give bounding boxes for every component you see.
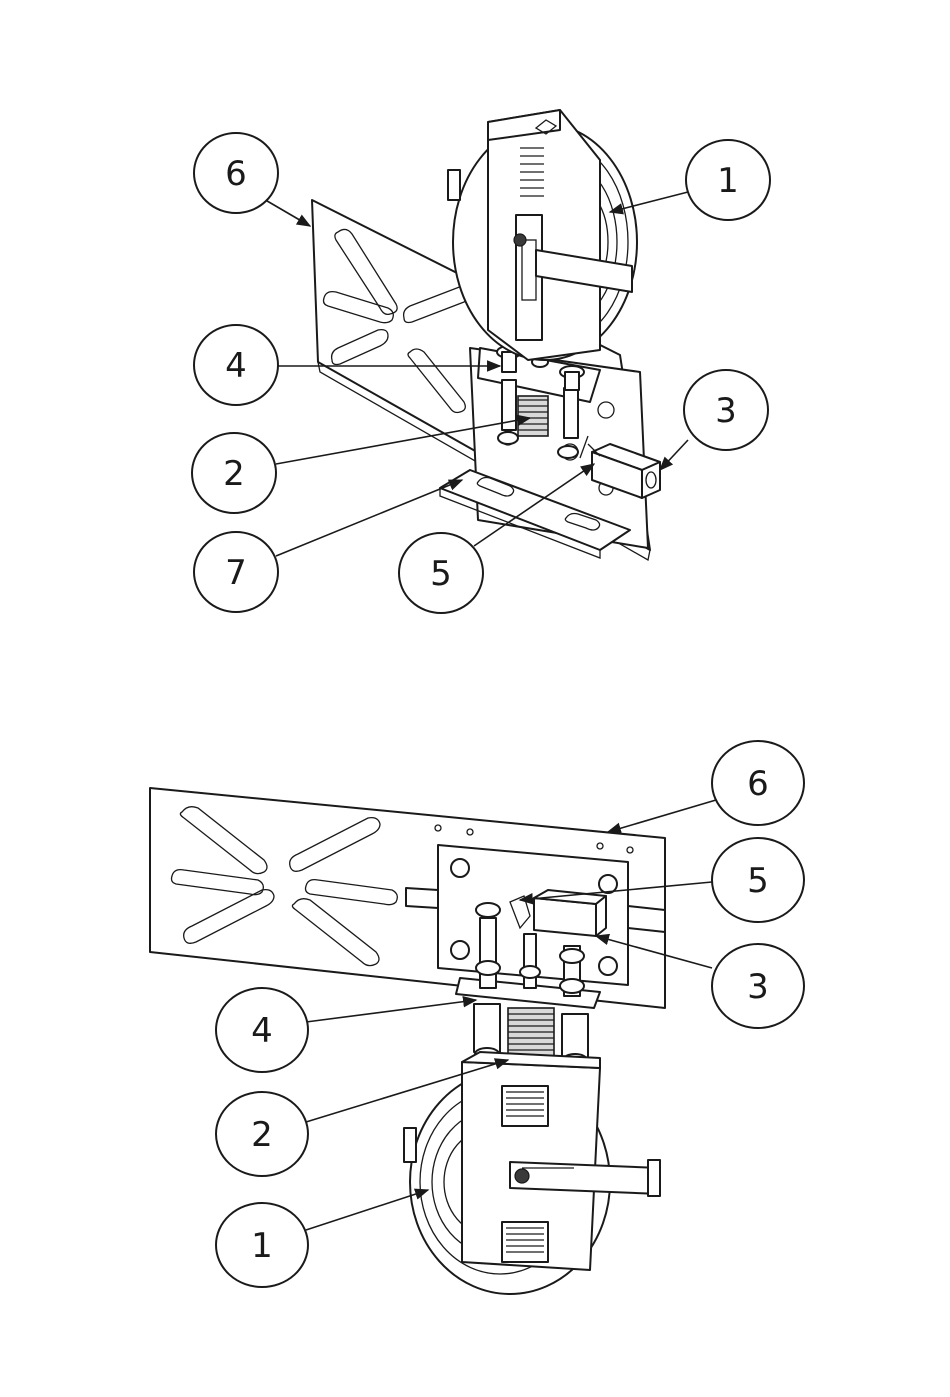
top-assembly-drawing xyxy=(312,110,660,560)
top-leader-6 xyxy=(262,198,310,226)
callout-label: 5 xyxy=(747,861,769,901)
callout-label: 1 xyxy=(717,161,739,201)
callout-label: 2 xyxy=(223,454,245,494)
bottom-callout-1: 1 xyxy=(216,1203,308,1287)
callout-label: 3 xyxy=(715,391,737,431)
callout-label: 6 xyxy=(747,764,769,804)
callout-label: 3 xyxy=(747,967,769,1007)
callout-label: 7 xyxy=(225,553,247,593)
top-callout-7: 7 xyxy=(194,532,278,612)
top-callout-6: 6 xyxy=(194,133,278,213)
top-callout-3: 3 xyxy=(684,370,768,450)
bottom-callout-3: 3 xyxy=(712,944,804,1028)
bottom-callout-2: 2 xyxy=(216,1092,308,1176)
bottom-leader-1 xyxy=(306,1190,428,1230)
bottom-callout-6: 6 xyxy=(712,741,804,825)
top-callout-2: 2 xyxy=(192,433,276,513)
bottom-diaphragm-housing xyxy=(404,1052,660,1294)
callout-label: 4 xyxy=(251,1011,273,1051)
callout-label: 5 xyxy=(430,554,452,594)
bottom-leader-4 xyxy=(306,1000,476,1022)
bottom-callout-4: 4 xyxy=(216,988,308,1072)
top-callout-5: 5 xyxy=(399,533,483,613)
top-callout-4: 4 xyxy=(194,325,278,405)
top-callout-1: 1 xyxy=(686,140,770,220)
callout-label: 2 xyxy=(251,1115,273,1155)
bottom-leader-6 xyxy=(608,800,716,832)
callout-label: 4 xyxy=(225,346,247,386)
top-leader-3 xyxy=(660,440,688,470)
bottom-callout-5: 5 xyxy=(712,838,804,922)
callout-label: 6 xyxy=(225,154,247,194)
callout-label: 1 xyxy=(251,1226,273,1266)
